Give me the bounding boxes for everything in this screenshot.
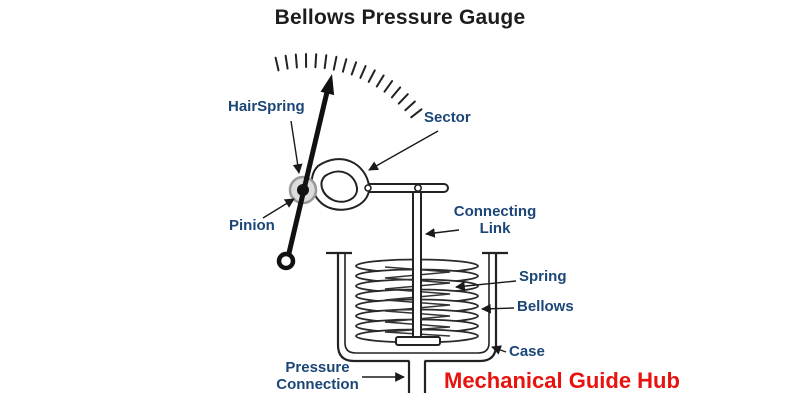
bellows-label: Bellows: [517, 298, 574, 315]
page-title: Bellows Pressure Gauge: [274, 6, 526, 29]
connecting-link-label: Connecting Link: [453, 203, 537, 237]
pressure-connection-label: Pressure Connection: [276, 359, 359, 393]
spring-arrow: [455, 280, 517, 291]
connecting-link-arrow: [425, 228, 460, 238]
scale-arc-ticks: [274, 53, 423, 119]
bellows-arrow: [481, 303, 515, 314]
hairspring-label: HairSpring: [228, 98, 305, 115]
sector-gear: [310, 158, 372, 211]
pinion-label: Pinion: [229, 217, 275, 234]
hairspring-arrow: [290, 120, 303, 174]
sector-label: Sector: [424, 109, 471, 126]
watermark: Mechanical Guide Hub: [444, 368, 680, 393]
needle: [276, 74, 335, 271]
sector-arrow: [368, 130, 439, 171]
label-arrows: [262, 120, 517, 382]
connecting-link-bar: [395, 185, 441, 346]
case-arrow: [491, 345, 507, 355]
pinion-arrow: [262, 198, 295, 219]
sector-lever: [359, 183, 449, 193]
pinion-gear: [297, 184, 309, 196]
spring-label: Spring: [519, 268, 567, 285]
case-label: Case: [509, 343, 545, 360]
pressure-pipe: [407, 356, 427, 393]
